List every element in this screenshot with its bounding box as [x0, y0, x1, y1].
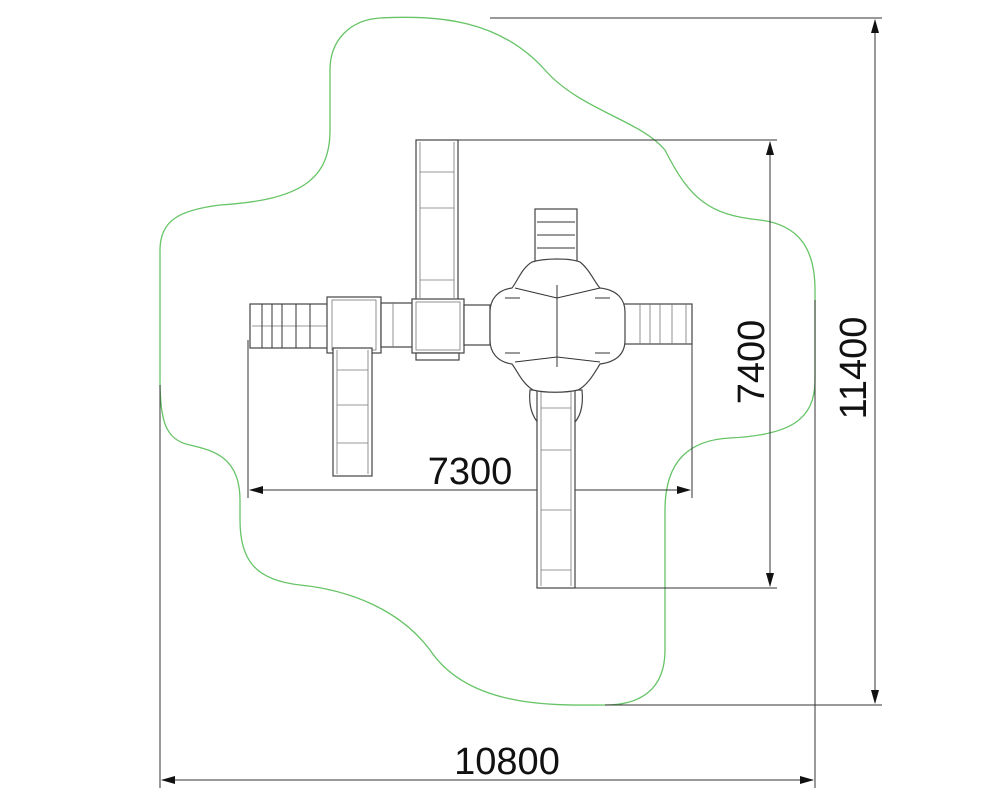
platform-middle	[411, 298, 465, 361]
platform-left	[326, 296, 382, 354]
lower-left-slide	[332, 347, 373, 477]
dimension-label-overall-height: 11400	[833, 317, 875, 420]
top-slide	[415, 139, 459, 303]
dimension-label-overall-width: 10800	[454, 741, 560, 783]
extension-lines	[159, 17, 882, 788]
bridge-right	[463, 304, 491, 346]
bottom-slide	[529, 389, 583, 589]
left-ladder	[249, 303, 331, 349]
central-tower-platform	[489, 258, 626, 393]
bridge-left	[380, 302, 414, 348]
top-ladder	[534, 208, 578, 262]
right-ladder	[623, 303, 693, 345]
playground-equipment	[249, 139, 693, 589]
dimension-label-equipment-height: 7400	[731, 320, 773, 405]
dimension-label-equipment-width: 7300	[428, 451, 513, 493]
safety-zone-outline	[159, 16, 816, 706]
